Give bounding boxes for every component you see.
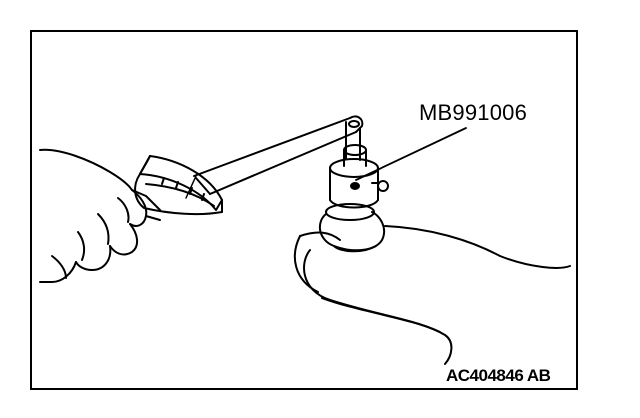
lower-arm-outline [293, 225, 571, 365]
special-tool-socket [329, 144, 389, 209]
figure-id-label: AC404846 AB [446, 366, 551, 385]
torque-wrench-dial [134, 155, 223, 216]
torque-wrench-beam [193, 115, 364, 195]
callout-leader-line [355, 127, 467, 181]
hand-holding-wrench [39, 148, 161, 283]
ball-joint-boot [318, 203, 386, 253]
figure-frame [30, 30, 578, 390]
tool-callout-label: MB991006 [419, 100, 528, 125]
